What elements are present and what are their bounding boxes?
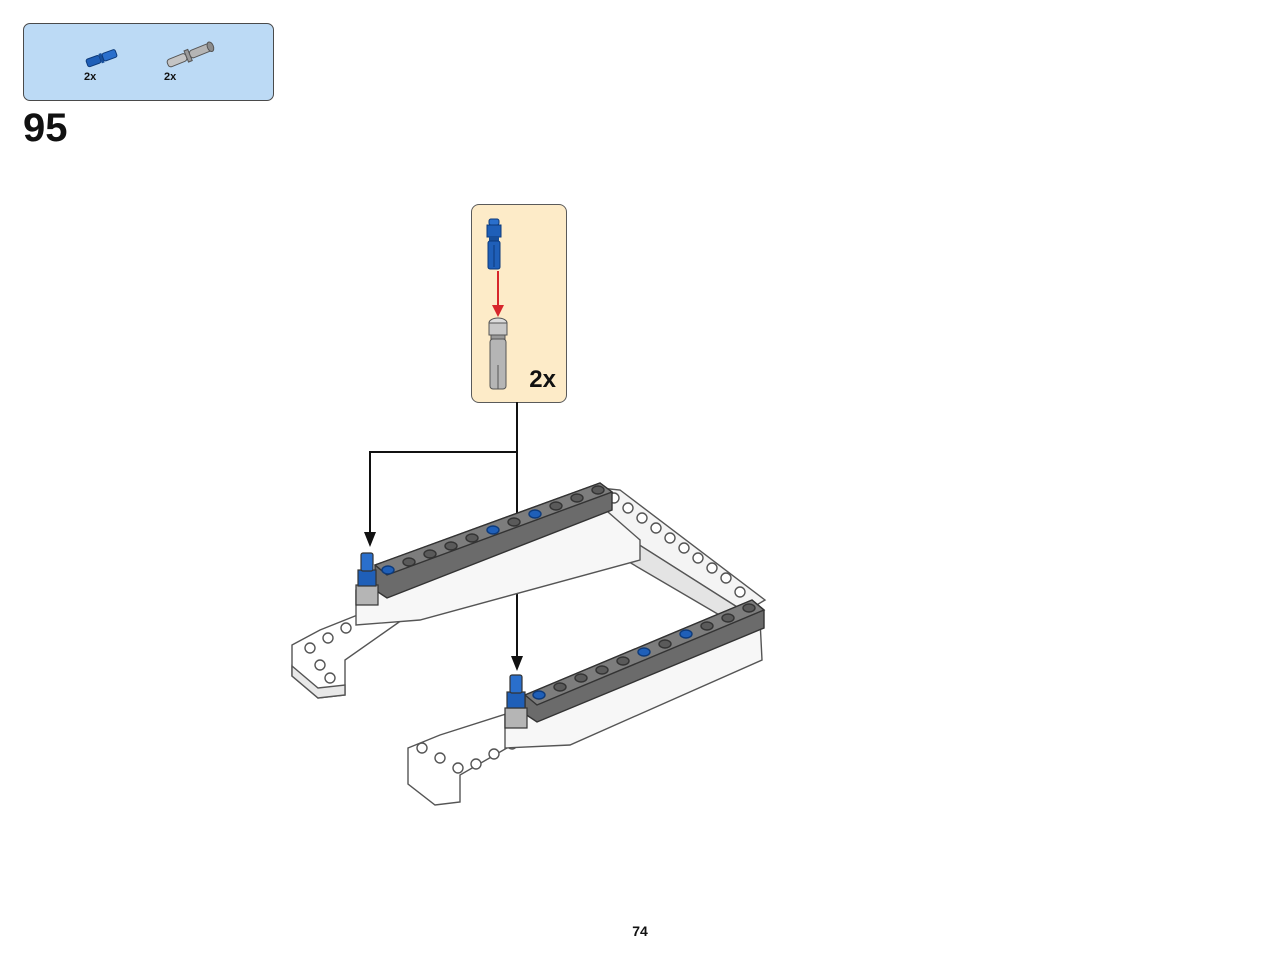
blue-axle-pin-icon	[486, 218, 502, 270]
part-quantity: 2x	[164, 71, 177, 83]
dark-beam-front	[523, 599, 766, 723]
pin-assembly-front	[504, 674, 528, 729]
parts-list-box: 2x 2x	[23, 23, 274, 101]
dark-beam-back	[373, 482, 614, 599]
blue-axle-pin-icon	[85, 49, 118, 68]
sub-assembly-callout: 2x	[471, 204, 567, 403]
grey-long-pin-icon	[166, 41, 215, 68]
part-quantity: 2x	[84, 71, 97, 83]
grey-long-pin-icon	[488, 317, 508, 390]
sub-assembly-quantity: 2x	[529, 366, 556, 393]
pin-assembly-left	[355, 552, 379, 606]
page-number: 74	[632, 923, 648, 939]
insert-arrow-icon	[492, 271, 504, 317]
sub-assembly-drawing	[486, 218, 508, 390]
arrow-head-left	[364, 532, 376, 547]
step-number: 95	[23, 106, 68, 150]
arrow-head-right	[511, 656, 523, 671]
